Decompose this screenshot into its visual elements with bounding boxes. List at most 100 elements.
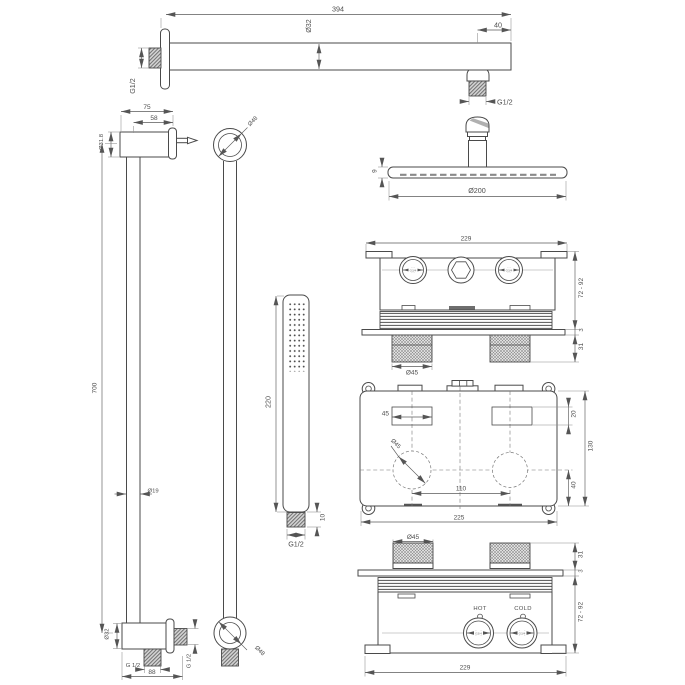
mixer-top-port-right [498, 259, 520, 281]
dim-mixer-top-width: 229 [461, 236, 472, 243]
dim-mixer-front-window-height: 20 [571, 410, 578, 418]
mixer-front-fitting-base [446, 385, 479, 392]
handshower-thread [286, 512, 306, 528]
dim-mixer-top-depth: 72 - 92 [578, 278, 585, 299]
mixer-front-view: 45 Ø45 110 225 20 130 40 [359, 380, 595, 526]
rail-bracket-pin-tip [187, 136, 199, 145]
mixer-bottom-tab-right [540, 644, 567, 654]
dim-mixer-front-hole-offset: 40 [571, 481, 578, 489]
dim-arm-wall-thread: G1/2 [128, 78, 137, 94]
mixer-top-tab-left [365, 251, 393, 259]
overhead-shower-view: Ø200 9 [372, 116, 568, 201]
mixer-front-fitting-top [451, 380, 474, 387]
head-joint-cut [469, 118, 489, 128]
dim-rail-elbow-width: 88 [148, 669, 156, 676]
mixer-top-port-right-thread: G3/4 [506, 268, 513, 272]
mixer-bottom-slot-left [397, 593, 416, 599]
dim-rail-bracket-center: 58 [150, 115, 158, 122]
dim-handshower-length: 220 [264, 396, 273, 408]
mixer-cold-label: COLD [514, 606, 532, 612]
mixer-bottom-view: Ø45 HOT COLD G3/4 G3/4 31 3 [357, 534, 585, 677]
mixer-front-tab-left [397, 384, 423, 392]
arm-wall-flange [160, 28, 170, 90]
dim-rail-tube-diameter: Ø19 [148, 489, 159, 495]
mixer-top-plate [361, 329, 566, 336]
dim-rail-flange-diameter: Ø31.8 [99, 133, 105, 150]
dim-mixer-front-window-width: 45 [382, 411, 390, 418]
dim-rail-side-thread: G 1/2 [187, 654, 193, 668]
mixer-bottom-knob-right [489, 542, 531, 564]
mixer-cold-port [509, 620, 535, 646]
dim-handshower-connector: 10 [320, 514, 327, 522]
mixer-front-window-left [391, 406, 433, 426]
rail-bracket-flange [168, 127, 177, 160]
head-joint-ring2 [469, 136, 486, 141]
dim-mixer-bottom-knob-height: 31 [578, 551, 585, 559]
dim-arm-length: 394 [332, 5, 344, 14]
mixer-top-slot-center [449, 306, 475, 310]
dim-rail-bracket-depth: 75 [143, 104, 151, 111]
mixer-front-hole-right [492, 452, 528, 488]
mixer-front-window-right [491, 406, 533, 426]
slide-rail-side-view: 75 58 Ø31.8 700 Ø19 Ø32 G 1/2 88 G 1/2 [92, 104, 199, 680]
mixer-bottom-adjustment-stack [377, 577, 553, 593]
mixer-top-hex-nut [451, 261, 471, 279]
dim-rail-length: 700 [92, 382, 99, 393]
head-joint-ring [467, 131, 488, 137]
dim-mixer-front-width: 225 [454, 515, 465, 522]
mixer-bottom-tab-left [364, 644, 391, 654]
dim-arm-outlet-thread: G1/2 [497, 98, 513, 107]
mixer-front-tab-right [494, 384, 524, 392]
mixer-bottom-knob-left [392, 542, 434, 564]
dim-mixer-top-knob-height: 31 [578, 343, 585, 351]
arm-tube [169, 42, 512, 71]
dim-rail-elbow-diameter: Ø32 [105, 628, 111, 639]
dim-mixer-front-hole-spacing: 110 [456, 486, 467, 493]
dim-mixer-top-knob-diameter: Ø45 [406, 370, 419, 377]
dim-arm-end-offset: 40 [494, 21, 502, 30]
mixer-top-cartridge [447, 256, 475, 284]
dim-mixer-bottom-width: 229 [460, 665, 471, 672]
dim-mixer-bottom-depth: 72 - 92 [578, 602, 585, 623]
mixer-top-slot-left [401, 305, 416, 311]
dim-mixer-top-plate: 3 [579, 328, 585, 332]
mixer-top-port-left [402, 259, 424, 281]
mixer-top-knob-right [489, 334, 531, 363]
dim-head-thickness: 9 [372, 169, 379, 173]
dim-arm-diameter: Ø32 [304, 19, 313, 33]
mixer-top-adjustment-stack [379, 311, 553, 330]
mixer-hot-label: HOT [473, 606, 486, 612]
slide-rail-front-view: Ø48 Ø48 [213, 115, 266, 667]
mixer-bottom-plate [357, 569, 564, 577]
mixer-bottom-slot-right [509, 593, 531, 599]
rail-elbow-side-thread [173, 628, 188, 646]
dim-rail-bottom-thread: G 1/2 [126, 663, 140, 669]
head-stem [468, 140, 487, 168]
mixer-hot-port [466, 620, 491, 646]
dim-mixer-bottom-knob-diameter: Ø45 [407, 534, 420, 541]
dim-mixer-bottom-plate: 3 [579, 569, 585, 573]
arm-wall-thread [148, 47, 162, 69]
mixer-top-slot-right [509, 305, 531, 311]
rail-elbow-bottom-thread [143, 648, 162, 667]
rail-top-ring-inner [218, 133, 242, 157]
mixer-top-knob-left [391, 334, 433, 363]
mixer-top-tab-right [540, 251, 568, 259]
hand-shower-view: 220 10 G1/2 [264, 294, 327, 549]
arm-outlet-thread [468, 80, 487, 97]
mixer-top-view: G3/4 G3/4 229 72 - 92 3 31 Ø45 [361, 236, 585, 377]
shower-arm-view: 394 Ø32 40 G1/2 G1/2 [128, 5, 513, 107]
dim-head-diameter: Ø200 [468, 186, 486, 195]
rail-bracket-pin [176, 137, 188, 144]
handshower-spray-face [287, 303, 305, 372]
mixer-hot-port-thread: G3/4 [475, 631, 482, 635]
head-disc [387, 166, 568, 179]
rail-bracket-body [119, 131, 173, 158]
rail-elbow-body [121, 622, 168, 650]
dim-mixer-front-height: 130 [588, 440, 595, 451]
rail-front-bottom-thread [221, 648, 239, 667]
mixer-top-port-left-thread: G3/4 [410, 268, 417, 272]
rail-elbow-flange [165, 618, 175, 654]
